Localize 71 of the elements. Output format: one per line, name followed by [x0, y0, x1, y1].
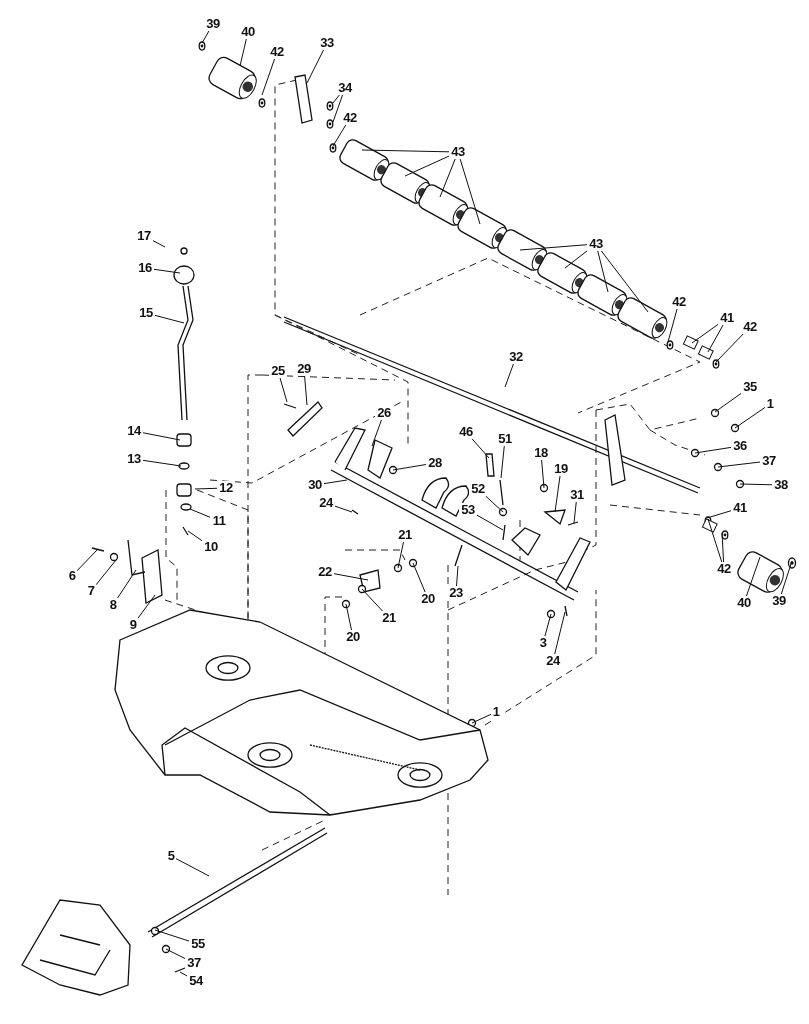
- leader-line: [334, 505, 353, 513]
- leader-line: [412, 562, 426, 593]
- leader-line: [137, 594, 156, 619]
- leader-line: [189, 508, 211, 518]
- leader-line: [600, 250, 649, 313]
- leader-line: [439, 158, 456, 198]
- leader-line: [154, 314, 185, 324]
- leader-line: [332, 94, 340, 104]
- leader-line: [554, 475, 561, 513]
- leader-line: [95, 559, 117, 586]
- leader-line: [152, 240, 166, 248]
- leader-line: [714, 392, 742, 413]
- leader-line: [397, 541, 404, 569]
- leader-line: [345, 603, 352, 631]
- leader-line: [459, 158, 481, 225]
- leader-line: [707, 324, 724, 353]
- leader-line: [476, 514, 504, 531]
- leader-line: [142, 459, 182, 467]
- leader-line: [361, 588, 383, 612]
- leader-line: [404, 155, 450, 177]
- leader-line: [564, 250, 588, 269]
- leader-line: [456, 565, 459, 587]
- leader-line: [153, 268, 181, 274]
- callout-number: 39: [204, 17, 222, 31]
- leader-line: [745, 556, 761, 597]
- leader-line: [165, 948, 186, 959]
- leader-line: [780, 560, 793, 595]
- leader-line: [194, 487, 218, 490]
- leader-line: [332, 124, 347, 147]
- callout-number: 33: [318, 36, 336, 50]
- leader-line: [333, 573, 369, 581]
- leader-line: [306, 49, 324, 84]
- leader-line: [519, 244, 588, 251]
- leader-line: [117, 569, 137, 599]
- leader-line: [717, 461, 761, 468]
- callout-number: 40: [239, 25, 257, 39]
- leader-line: [694, 446, 732, 454]
- leader-line: [187, 530, 203, 542]
- leader-line: [597, 250, 609, 293]
- leader-line: [715, 333, 744, 363]
- leader-line: [471, 438, 490, 459]
- leader-line: [554, 611, 566, 655]
- leader-line: [573, 501, 577, 524]
- leader-line: [76, 549, 98, 572]
- leader-line: [323, 479, 348, 485]
- leader-line: [485, 495, 504, 513]
- leader-line: [279, 377, 288, 403]
- leader-line: [707, 518, 723, 563]
- leader-line: [179, 971, 188, 977]
- leader-line: [721, 532, 725, 563]
- leader-line: [739, 483, 773, 486]
- leader-line: [471, 713, 492, 724]
- leader-line: [361, 149, 450, 153]
- leader-line: [371, 419, 382, 447]
- leader-line: [154, 929, 190, 942]
- leader-line: [504, 363, 514, 388]
- leader-line: [261, 58, 276, 96]
- leader-line: [667, 308, 678, 343]
- leader-line: [706, 510, 732, 519]
- leader-line: [541, 459, 545, 489]
- leader-line: [734, 406, 766, 429]
- leader-line: [691, 323, 719, 344]
- leader-line: [544, 613, 552, 637]
- leader-line: [304, 375, 308, 406]
- leader-line: [239, 38, 247, 67]
- leader-line: [142, 432, 181, 441]
- leader-line: [201, 30, 210, 44]
- leader-line: [175, 858, 210, 877]
- leader-line: [332, 94, 344, 123]
- leader-line: [392, 464, 427, 471]
- leader-line: [500, 445, 505, 479]
